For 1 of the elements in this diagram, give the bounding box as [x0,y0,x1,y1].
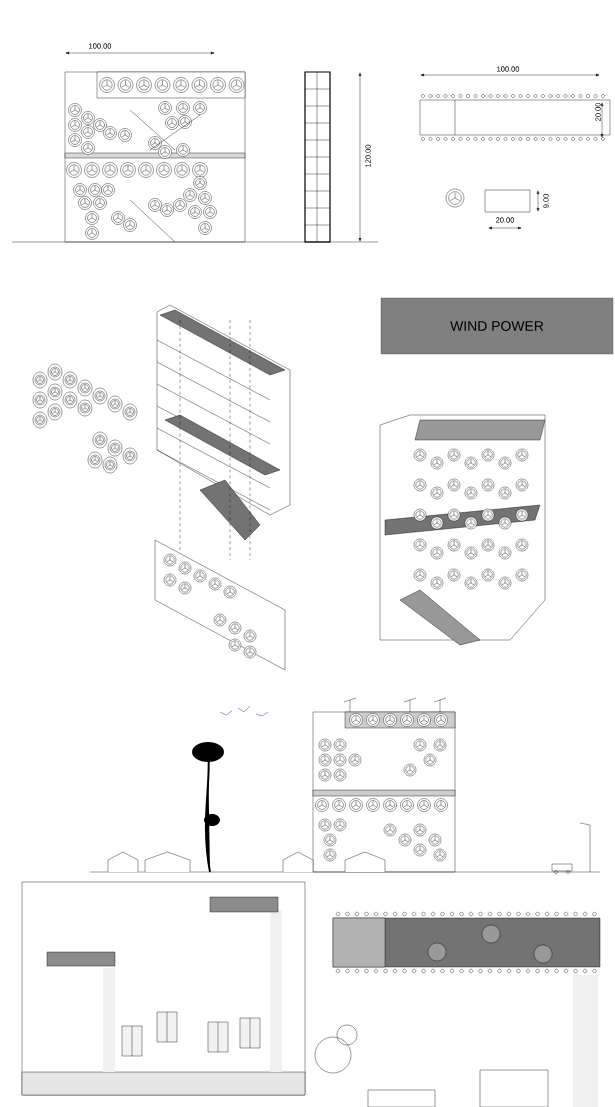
title-box: WIND POWER [380,297,614,355]
